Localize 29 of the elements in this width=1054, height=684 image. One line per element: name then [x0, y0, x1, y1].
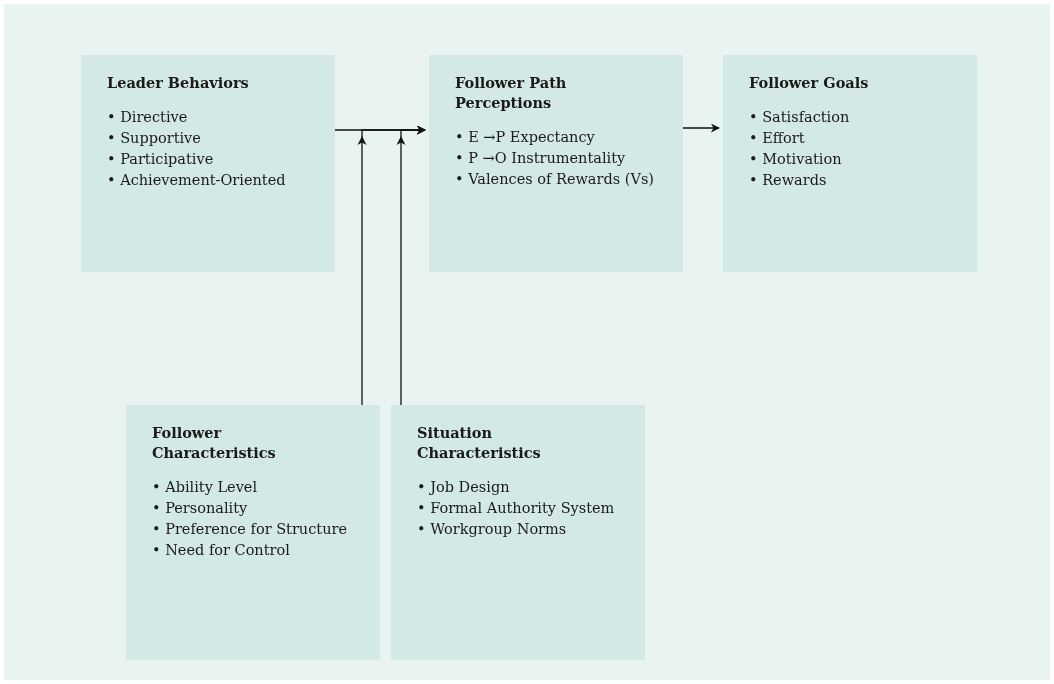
- bullet-item: • Achievement-Oriented: [107, 171, 287, 190]
- box-heading: Follower Goals: [749, 73, 870, 93]
- bullet-item: • E →P Expectancy: [455, 128, 596, 147]
- bullet-item: • Preference for Structure: [152, 520, 348, 539]
- bullet-item: • Effort: [749, 129, 806, 148]
- bullet-item: • Ability Level: [152, 478, 259, 497]
- bullet-item: • Directive: [107, 108, 189, 127]
- bullet-item: • P →O Instrumentality: [455, 149, 627, 168]
- bullet-item: • Formal Authority System: [417, 499, 616, 518]
- bullet-item: • Personality: [152, 499, 249, 518]
- bullet-item: • Participative: [107, 150, 215, 169]
- process-box: [391, 405, 645, 660]
- box-heading: Situation Characteristics: [417, 423, 542, 463]
- bullet-item: • Motivation: [749, 150, 843, 169]
- bullet-item: • Valences of Rewards (Vs): [455, 170, 655, 189]
- arrow: [396, 126, 426, 406]
- box-heading: Follower Characteristics: [152, 423, 277, 463]
- process-box: [429, 55, 683, 272]
- process-box: [81, 55, 335, 272]
- bullet-item: • Rewards: [749, 171, 828, 190]
- box-heading: Follower Path Perceptions: [455, 73, 568, 113]
- arrow: [682, 123, 720, 133]
- bullet-item: • Satisfaction: [749, 108, 851, 127]
- box-heading: Leader Behaviors: [107, 73, 250, 93]
- bullet-item: • Need for Control: [152, 541, 291, 560]
- bullet-item: • Workgroup Norms: [417, 520, 568, 539]
- bullet-item: • Job Design: [417, 478, 511, 497]
- process-box: [126, 405, 380, 660]
- bullet-item: • Supportive: [107, 129, 202, 148]
